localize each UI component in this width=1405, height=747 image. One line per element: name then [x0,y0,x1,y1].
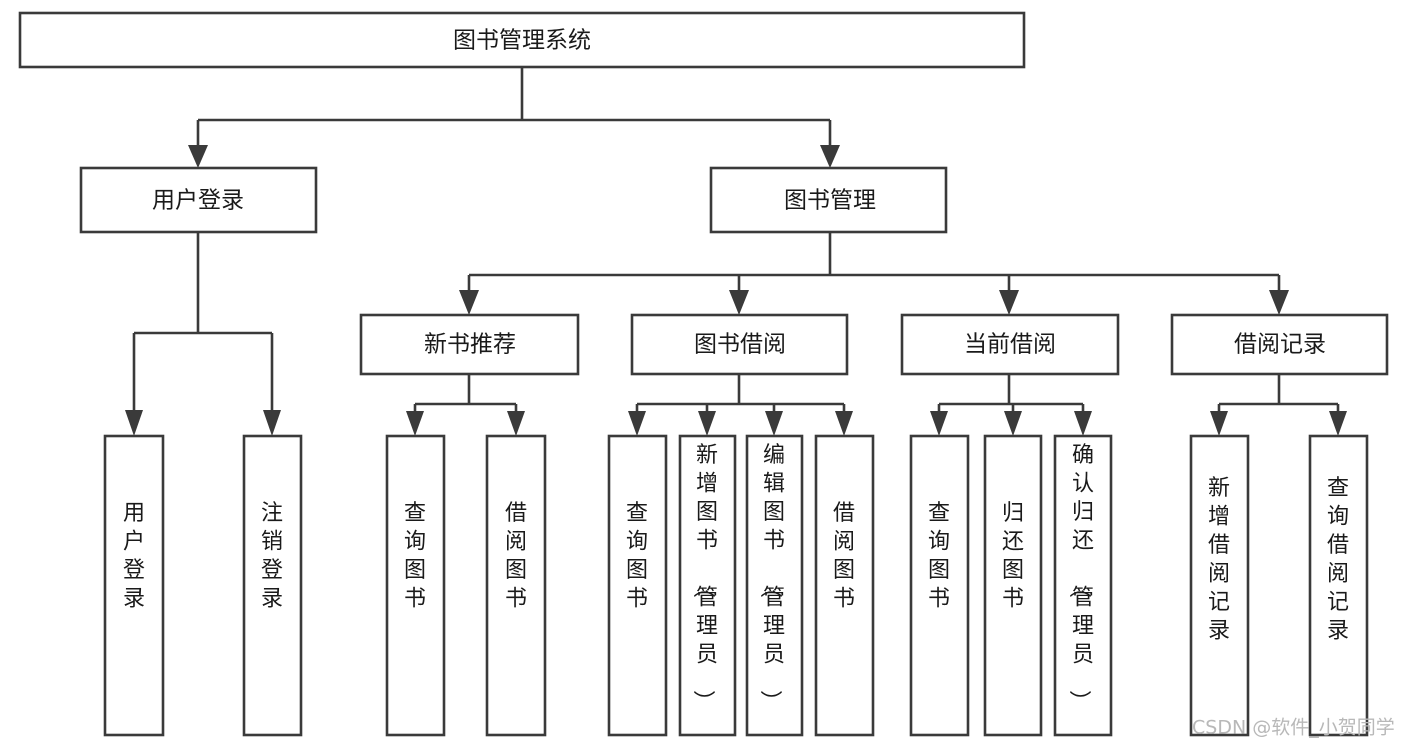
node-leaf-query-book-1-label: 查询图书 [404,501,426,612]
node-borrow-records[interactable]: 借阅记录 [1170,313,1389,376]
node-new-book-recommend-label: 新书推荐 [424,332,516,358]
node-leaf-query-book-2[interactable]: 查询图书 [607,434,668,737]
arrow-head-borrow-records [1269,290,1289,315]
node-leaf-borrow-book-1[interactable]: 借阅图书 [485,434,547,737]
node-leaf-query-book-3[interactable]: 查询图书 [909,434,970,737]
node-book-borrow[interactable]: 图书借阅 [630,313,849,376]
node-current-borrow-label: 当前借阅 [964,332,1056,358]
arrow-head-leaf-query-book-2 [628,411,646,436]
arrow-head-current-borrow [999,290,1019,315]
node-leaf-query-book-3-label: 查询图书 [928,501,950,612]
node-leaf-logout[interactable]: 注销登录 [242,434,303,737]
node-leaf-query-record[interactable]: 查询借阅记录 [1308,434,1369,737]
node-user-login[interactable]: 用户登录 [79,166,318,234]
connector-layer [125,67,1347,436]
arrow-head-leaf-user-login [125,410,143,436]
node-leaf-query-book-1-box[interactable] [385,434,446,737]
arrow-head-leaf-logout [263,410,281,436]
node-borrow-records-box[interactable] [1170,313,1389,376]
node-leaf-add-book-label: 新增图书（管理员） [690,443,718,712]
node-leaf-logout-box[interactable] [242,434,303,737]
node-root-label: 图书管理系统 [453,28,591,54]
node-leaf-user-login[interactable]: 用户登录 [103,434,165,737]
node-leaf-confirm-return-box[interactable] [1053,434,1113,737]
arrow-head-leaf-borrow-book-1 [507,411,525,436]
node-leaf-query-book-2-label: 查询图书 [626,501,648,612]
node-leaf-edit-book-label: 编辑图书（管理员） [757,443,785,712]
arrow-head-leaf-query-record [1329,411,1347,436]
node-user-login-label: 用户登录 [152,188,244,214]
node-current-borrow[interactable]: 当前借阅 [900,313,1120,376]
node-root-box[interactable] [18,11,1026,69]
node-user-login-box[interactable] [79,166,318,234]
node-leaf-query-book-2-box[interactable] [607,434,668,737]
node-root[interactable]: 图书管理系统 [18,11,1026,69]
node-leaf-query-record-box[interactable] [1308,434,1369,737]
node-leaf-return-book[interactable]: 归还图书 [983,434,1043,737]
node-leaf-logout-label: 注销登录 [261,501,283,612]
node-book-management-box[interactable] [709,166,948,234]
node-leaf-return-book-box[interactable] [983,434,1043,737]
node-book-borrow-label: 图书借阅 [694,332,786,358]
node-book-management[interactable]: 图书管理 [709,166,948,234]
node-leaf-add-book[interactable]: 新增图书（管理员） [678,434,737,737]
node-leaf-borrow-book-2-label: 借阅图书 [833,501,855,612]
node-new-book-recommend-box[interactable] [359,313,580,376]
arrow-head-leaf-return-book [1004,411,1022,436]
arrow-head-leaf-query-book-3 [930,411,948,436]
node-leaf-query-record-label: 查询借阅记录 [1327,476,1349,644]
csdn-watermark: CSDN @软件_小贺同学 [1192,717,1395,739]
node-leaf-query-book-3-box[interactable] [909,434,970,737]
arrow-head-new-book-recommend [459,290,479,315]
node-current-borrow-box[interactable] [900,313,1120,376]
arrow-head-leaf-edit-book [765,411,783,436]
arrow-head-book-management [820,145,840,168]
node-leaf-borrow-book-1-box[interactable] [485,434,547,737]
arrow-head-leaf-confirm-return [1074,411,1092,436]
arrow-head-leaf-add-book [698,411,716,436]
node-leaf-confirm-return-label: 确认归还（管理员） [1066,443,1094,712]
node-book-management-label: 图书管理 [784,188,876,214]
node-leaf-user-login-label: 用户登录 [123,501,145,612]
node-leaf-borrow-book-2[interactable]: 借阅图书 [814,434,875,737]
node-borrow-records-label: 借阅记录 [1234,332,1326,358]
arrow-head-leaf-query-book-1 [406,411,424,436]
node-leaf-query-book-1[interactable]: 查询图书 [385,434,446,737]
node-leaf-add-record-label: 新增借阅记录 [1208,476,1230,644]
node-book-borrow-box[interactable] [630,313,849,376]
node-leaf-add-record-box[interactable] [1189,434,1250,737]
node-new-book-recommend[interactable]: 新书推荐 [359,313,580,376]
arrow-head-leaf-borrow-book-2 [835,411,853,436]
node-leaf-edit-book[interactable]: 编辑图书（管理员） [745,434,804,737]
node-leaf-borrow-book-2-box[interactable] [814,434,875,737]
arrow-head-user-login [188,145,208,168]
arrow-head-leaf-add-record [1210,411,1228,436]
node-leaf-add-book-box[interactable] [678,434,737,737]
node-leaf-confirm-return[interactable]: 确认归还（管理员） [1053,434,1113,737]
arrow-head-book-borrow [729,290,749,315]
node-leaf-return-book-label: 归还图书 [1002,501,1024,612]
node-leaf-user-login-box[interactable] [103,434,165,737]
node-leaf-add-record[interactable]: 新增借阅记录 [1189,434,1250,737]
node-leaf-edit-book-box[interactable] [745,434,804,737]
node-leaf-borrow-book-1-label: 借阅图书 [505,501,527,612]
